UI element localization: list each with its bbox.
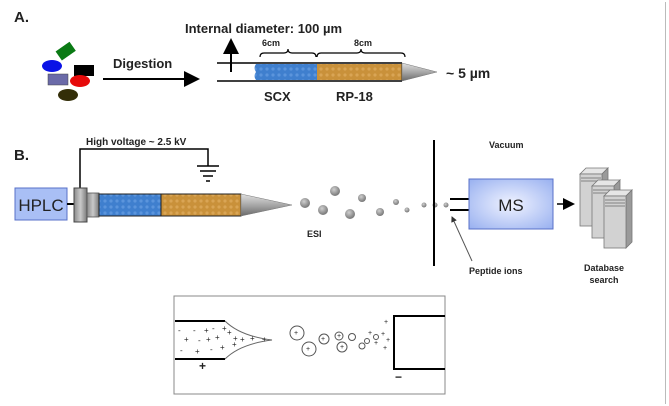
column-union: [73, 187, 88, 223]
svg-text:+: +: [383, 345, 387, 352]
svg-text:+: +: [195, 347, 200, 356]
droplet: [336, 341, 348, 353]
svg-text:+: +: [381, 331, 385, 338]
scx-length-label: 6cm: [262, 38, 280, 48]
svg-text:+: +: [206, 335, 211, 344]
protein-mixture-icon: [42, 41, 94, 101]
free-ions: +++++ ++++ ++: [294, 319, 390, 353]
droplet: [373, 334, 379, 340]
esi-label: ESI: [307, 229, 322, 239]
svg-text:+: +: [340, 344, 344, 351]
scx-packing: [254, 64, 317, 80]
svg-text:+: +: [321, 336, 325, 343]
diameter-label: Internal diameter: 100 µm: [185, 21, 342, 36]
peptide-pointer: [451, 216, 473, 262]
rp-brace: [316, 48, 406, 58]
svg-text:+: +: [204, 326, 209, 335]
droplet: [348, 333, 356, 341]
droplet: [318, 333, 330, 345]
svg-text:+: +: [233, 334, 238, 343]
rp-length-label: 8cm: [354, 38, 372, 48]
negative-electrode-label: −: [395, 370, 402, 384]
svg-text:-: -: [210, 345, 213, 354]
database-label-line1: Database: [584, 263, 624, 273]
capillary-tip: [175, 320, 273, 360]
svg-text:-: -: [178, 326, 181, 335]
b-scx-packing: [98, 193, 162, 217]
ms-label: MS: [498, 196, 524, 215]
svg-text:+: +: [386, 337, 390, 344]
b-rp18-packing: [160, 193, 242, 217]
rp18-label: RP-18: [336, 89, 373, 104]
voltage-label: High voltage ~ 2.5 kV: [86, 137, 187, 148]
droplet: [345, 209, 355, 219]
droplet: [289, 325, 305, 341]
emitter-tip: [401, 62, 438, 82]
svg-text:+: +: [262, 335, 267, 344]
svg-text:-: -: [193, 326, 196, 335]
charged-droplets: [289, 325, 379, 357]
droplet: [318, 205, 328, 215]
droplet: [421, 202, 427, 208]
droplet: [301, 341, 317, 357]
digestion-label: Digestion: [113, 56, 172, 71]
tip-diameter-label: ~ 5 µm: [446, 65, 490, 81]
droplet: [358, 194, 366, 202]
counter-electrode: [393, 315, 445, 370]
droplet: [334, 331, 344, 341]
hplc-label: HPLC: [18, 196, 63, 215]
svg-text:+: +: [374, 340, 378, 347]
svg-text:+: +: [232, 340, 237, 349]
svg-text:+: +: [306, 346, 310, 353]
svg-text:+: +: [294, 330, 298, 337]
droplet: [364, 338, 370, 344]
svg-text:+: +: [250, 334, 255, 343]
vacuum-label: Vacuum: [489, 140, 524, 150]
svg-text:+: +: [222, 324, 227, 333]
svg-text:+: +: [368, 330, 372, 337]
panel-b-label: B.: [14, 147, 29, 164]
rp18-packing: [317, 64, 402, 80]
svg-text:+: +: [384, 319, 388, 326]
svg-text:-: -: [212, 324, 215, 333]
svg-text:+: +: [215, 333, 220, 342]
droplet: [358, 342, 366, 350]
database-server-icon: [579, 167, 633, 249]
taylor-cone: [224, 320, 273, 360]
ms-box: [468, 178, 554, 230]
peptide-ions-label: Peptide ions: [469, 266, 523, 276]
esi-mechanism-inset: [173, 295, 446, 395]
ground-icon: [197, 165, 219, 182]
droplet: [376, 208, 384, 216]
svg-text:-: -: [180, 346, 183, 355]
panel-a-label: A.: [14, 9, 29, 26]
droplet: [300, 198, 310, 208]
svg-text:-: -: [198, 336, 201, 345]
droplet: [404, 207, 410, 213]
droplet: [393, 199, 399, 205]
svg-text:+: +: [220, 343, 225, 352]
scx-brace: [259, 48, 317, 58]
svg-text:+: +: [240, 335, 245, 344]
charges-in-capillary: --+- +-++ -+-+ ++++ +++: [178, 324, 267, 356]
positive-electrode-label: +: [199, 359, 206, 373]
b-emitter-tip: [240, 193, 293, 217]
database-label-line2: search: [589, 275, 618, 285]
droplet: [443, 202, 449, 208]
voltage-wire: [79, 148, 209, 188]
droplet: [330, 186, 340, 196]
svg-text:+: +: [337, 333, 341, 340]
svg-text:+: +: [184, 335, 189, 344]
esi-droplets: [300, 186, 449, 219]
scx-label: SCX: [264, 89, 291, 104]
svg-text:+: +: [227, 328, 232, 337]
